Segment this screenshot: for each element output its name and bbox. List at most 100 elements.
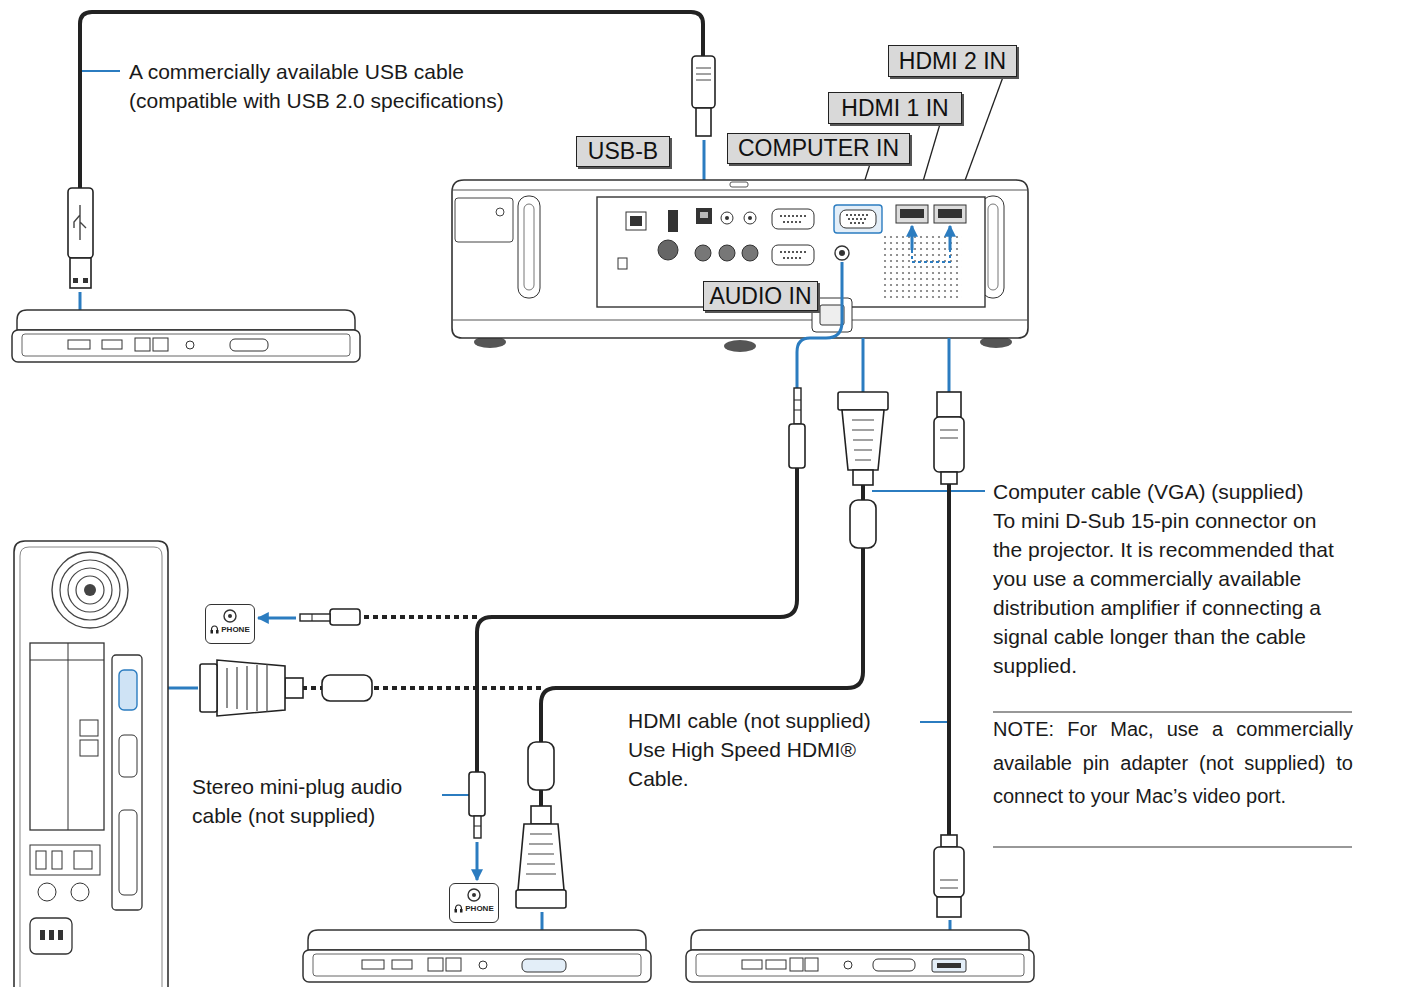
projector-body xyxy=(949,226,952,250)
port-label-box: HDMI 2 IN xyxy=(888,45,1017,77)
laptop-rear xyxy=(937,963,961,968)
usb-cable xyxy=(80,12,703,190)
vga-cable xyxy=(528,742,554,790)
laptop-rear xyxy=(844,961,852,969)
projector-body xyxy=(496,208,504,216)
vga-cable xyxy=(518,824,564,890)
audio-cable xyxy=(258,617,296,620)
projector-body xyxy=(744,212,756,224)
usb-cable xyxy=(70,258,91,288)
desktop-tower xyxy=(119,735,137,777)
vga-cable xyxy=(227,664,267,712)
audio-cable xyxy=(789,424,805,468)
laptop-rear xyxy=(135,338,150,351)
laptop-rear xyxy=(230,339,268,351)
vga-cable xyxy=(850,500,876,548)
projector-body xyxy=(934,205,966,223)
jack-name: PHONE xyxy=(465,904,493,913)
leader-line xyxy=(993,711,1352,712)
projector-body xyxy=(452,180,1028,352)
jack-symbol xyxy=(224,610,236,622)
laptop-rear xyxy=(766,960,786,969)
projector-body xyxy=(630,216,642,226)
laptop-rear xyxy=(12,330,360,362)
laptop-rear xyxy=(446,958,461,971)
desktop-tower xyxy=(76,576,104,604)
desktop-tower xyxy=(80,720,98,736)
projector-body xyxy=(834,205,882,233)
headphone-symbol xyxy=(216,630,219,634)
projector-body xyxy=(912,250,950,262)
desktop-tower xyxy=(119,810,137,895)
laptop-rear xyxy=(186,341,194,349)
usb-cable xyxy=(696,108,711,136)
projector-body xyxy=(721,212,733,224)
projector-body xyxy=(668,210,678,232)
projector-body xyxy=(938,209,962,218)
projector-body xyxy=(772,209,814,229)
laptop-rear xyxy=(479,961,487,969)
projector-body xyxy=(780,216,806,222)
hdmi-cable xyxy=(947,484,951,835)
hdmi-cable xyxy=(941,835,957,847)
audio-cable xyxy=(794,400,801,401)
desktop-tower xyxy=(71,883,89,901)
laptop-rear xyxy=(696,954,1024,976)
desktop-tower xyxy=(58,930,63,940)
projector-body xyxy=(846,215,870,223)
laptop-rear xyxy=(805,958,818,971)
projector-body xyxy=(724,340,756,352)
desktop-tower xyxy=(74,851,92,869)
jack-symbol xyxy=(220,605,240,625)
port-label-box: COMPUTER IN xyxy=(727,133,910,164)
cable-note: Computer cable (VGA) (supplied) xyxy=(993,477,1363,506)
desktop-tower xyxy=(68,568,112,612)
headphone-symbol xyxy=(210,625,219,634)
port-name: USB-B xyxy=(588,138,658,165)
desktop-tower xyxy=(14,541,168,987)
projector-body xyxy=(524,204,534,290)
projector-body xyxy=(730,182,748,187)
laptop-rear xyxy=(153,338,168,351)
port-label-box: USB-B xyxy=(576,136,670,167)
vga-cable xyxy=(200,664,217,712)
desktop-tower xyxy=(14,541,168,987)
desktop-tower xyxy=(30,918,72,954)
usb-cable xyxy=(74,205,86,240)
vga-cable xyxy=(541,485,863,742)
projector-body xyxy=(988,204,998,290)
vga-cable xyxy=(142,338,888,958)
port-name: COMPUTER IN xyxy=(738,135,899,162)
desktop-tower xyxy=(30,643,104,830)
projector-body xyxy=(452,190,1028,191)
port-label-box: HDMI 1 IN xyxy=(828,92,962,124)
projector-body xyxy=(820,305,844,325)
desktop-tower xyxy=(119,670,137,710)
note-text: NOTE: For Mac, use a commercially availa… xyxy=(993,713,1353,814)
laptop-rear xyxy=(308,930,646,950)
desktop-tower xyxy=(49,930,54,940)
usb-cable xyxy=(83,278,88,283)
laptop-rear xyxy=(68,340,90,349)
headphone-symbol xyxy=(455,909,458,913)
cable-note: HDMI cable (not supplied) Use High Speed… xyxy=(628,706,890,793)
audio-cable xyxy=(474,826,481,827)
hdmi-cable xyxy=(948,338,951,392)
jack-symbol xyxy=(464,884,484,904)
hdmi-cable xyxy=(940,430,958,438)
projector-body xyxy=(748,216,752,220)
port-name: AUDIO IN xyxy=(709,283,811,310)
vga-cable xyxy=(516,890,566,908)
port-name: HDMI 2 IN xyxy=(899,48,1006,75)
desktop-tower xyxy=(60,560,120,620)
usb-cable xyxy=(68,188,93,258)
jack-caption-row: PHONE xyxy=(454,904,493,913)
leader-line xyxy=(442,794,472,796)
desktop-tower xyxy=(52,552,128,628)
vga-cable xyxy=(322,675,372,701)
vga-cable xyxy=(526,834,556,874)
projector-body xyxy=(835,246,849,260)
laptop-rear xyxy=(428,958,443,971)
desktop-tower xyxy=(36,851,46,869)
